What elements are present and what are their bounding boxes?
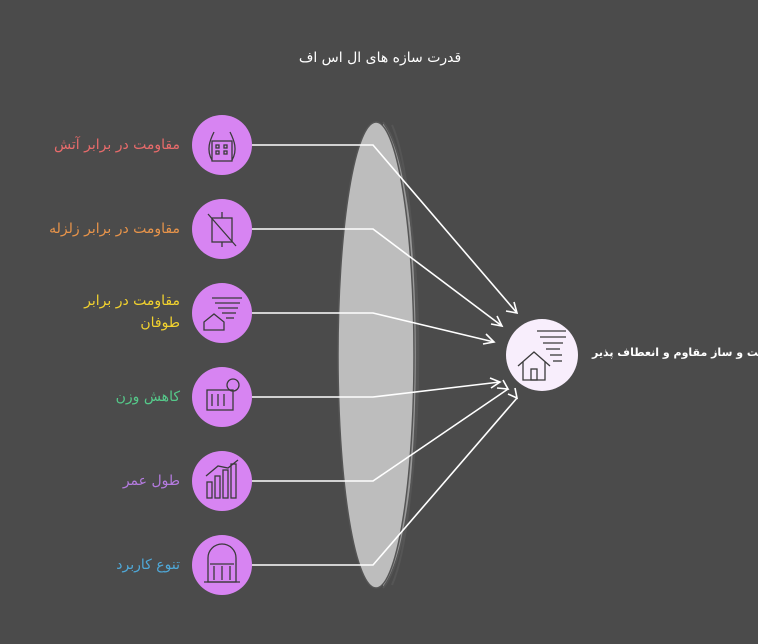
growth-chart-icon bbox=[205, 459, 239, 499]
factor-icon-3 bbox=[192, 283, 252, 343]
factor-label-storm-line1: مقاومت در برابر bbox=[84, 293, 180, 309]
factor-label-weight: کاهش وزن bbox=[115, 389, 180, 405]
connector-4 bbox=[252, 381, 501, 398]
diagram-title: قدرت سازه های ال اس اف bbox=[298, 50, 462, 66]
storm-house-icon bbox=[203, 297, 242, 331]
building-facade-icon bbox=[204, 543, 240, 583]
connectors bbox=[252, 144, 519, 566]
factor-icon-1 bbox=[192, 115, 252, 175]
connector-2 bbox=[252, 228, 503, 327]
factor-label-versatility: تنوع کاربرد bbox=[116, 557, 180, 573]
weight-scale-icon bbox=[206, 378, 240, 411]
factor-icon-6 bbox=[192, 535, 252, 595]
factor-label-storm-line2: طوفان bbox=[140, 315, 180, 331]
connector-5 bbox=[252, 388, 509, 482]
building-fire-icon bbox=[208, 131, 236, 162]
connector-3 bbox=[252, 312, 495, 343]
lens bbox=[337, 121, 420, 589]
result-node bbox=[506, 319, 578, 391]
resilient-house-icon bbox=[517, 330, 566, 381]
factor-icon-5 bbox=[192, 451, 252, 511]
factor-label-lifespan: طول عمر bbox=[122, 473, 180, 489]
factor-label-earthquake: مقاومت در برابر زلزله bbox=[49, 221, 180, 237]
connector-6 bbox=[252, 397, 518, 566]
factor-label-storm: مقاومت در برابر طوفان bbox=[84, 290, 180, 334]
factor-label-fire: مقاومت در برابر آتش bbox=[54, 137, 180, 153]
factor-icon-4 bbox=[192, 367, 252, 427]
connector-1 bbox=[252, 144, 518, 314]
factor-icon-2 bbox=[192, 199, 252, 259]
earthquake-icon bbox=[207, 212, 237, 247]
result-label: ساخت و ساز مقاوم و انعطاف پذیر bbox=[592, 346, 758, 359]
